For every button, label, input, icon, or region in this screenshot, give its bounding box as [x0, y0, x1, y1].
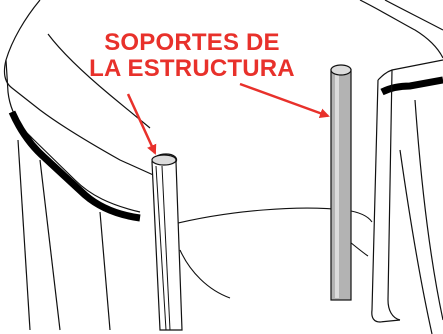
left-cabinet — [3, 0, 161, 331]
lid-right — [359, 0, 443, 59]
arrow-to-left-support — [126, 93, 157, 155]
callout-line-1: SOPORTES DE — [104, 29, 280, 56]
right-cabinet — [371, 59, 443, 334]
callout-line-2: LA ESTRUCTURA — [89, 55, 295, 82]
arrow-to-right-support — [239, 82, 330, 118]
right-support — [330, 64, 352, 301]
left-support — [151, 153, 183, 331]
callout-label: SOPORTES DE LA ESTRUCTURA — [62, 30, 322, 82]
